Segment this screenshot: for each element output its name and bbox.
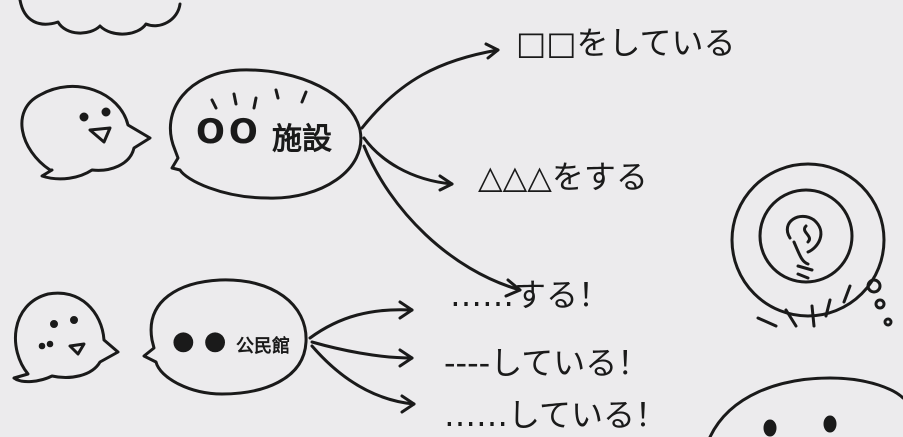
excitement-lines-icon (210, 88, 308, 110)
upper-bubble-symbols: OO (196, 112, 262, 152)
lightbulb-idea-icon (730, 162, 886, 318)
lower-speech-bubble (142, 278, 308, 396)
lower-arrows (308, 300, 416, 414)
lower-branch-2-text: ……している！ (444, 396, 668, 434)
upper-arrows (360, 42, 522, 298)
upper-branch-3-text: ……する！ (450, 276, 611, 314)
lower-bubble-word: 公民館 (236, 336, 290, 357)
lower-bubble-symbols: ● ● (172, 326, 227, 356)
upper-branch-2-text: △△△をする (478, 158, 648, 196)
upper-branch-1-text: □□をしている (516, 24, 736, 62)
lower-right-character-icon (708, 376, 903, 437)
upper-bubble-word: 施設 (272, 122, 332, 157)
lower-character-icon (12, 291, 120, 384)
top-cloud-fragment (18, 0, 182, 36)
upper-character-icon (20, 85, 152, 181)
upper-speech-bubble (168, 68, 363, 200)
lower-branch-1-text: ----している！ (444, 344, 650, 382)
sparkle-marks-icon (756, 278, 893, 328)
